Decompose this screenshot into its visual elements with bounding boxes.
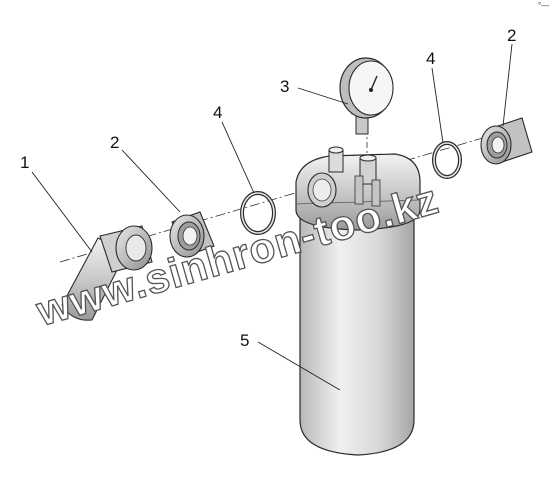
angle-fitting xyxy=(61,225,153,321)
leader-2-left xyxy=(121,149,181,213)
leader-4-right xyxy=(431,67,444,144)
seal-ring-left xyxy=(240,191,276,235)
leader-3 xyxy=(297,87,349,105)
callout-4-left: 4 xyxy=(213,103,222,122)
filter-housing xyxy=(295,146,421,456)
callout-4-right: 4 xyxy=(426,49,435,68)
callout-1: 1 xyxy=(20,153,29,172)
corner-mark: °— xyxy=(538,1,549,10)
pressure-gauge xyxy=(339,57,394,135)
leader-4-left xyxy=(221,121,255,194)
union-nut-right xyxy=(480,117,533,165)
callout-5: 5 xyxy=(240,331,249,350)
callout-2-right: 2 xyxy=(507,26,516,45)
callout-2-left: 2 xyxy=(110,133,119,152)
union-nut-left xyxy=(169,211,215,258)
seal-ring-right xyxy=(432,141,462,179)
leader-2-right xyxy=(502,43,513,127)
leader-lines xyxy=(31,43,513,391)
callout-3: 3 xyxy=(280,77,289,96)
leader-1 xyxy=(31,171,93,253)
leader-5 xyxy=(257,341,341,391)
